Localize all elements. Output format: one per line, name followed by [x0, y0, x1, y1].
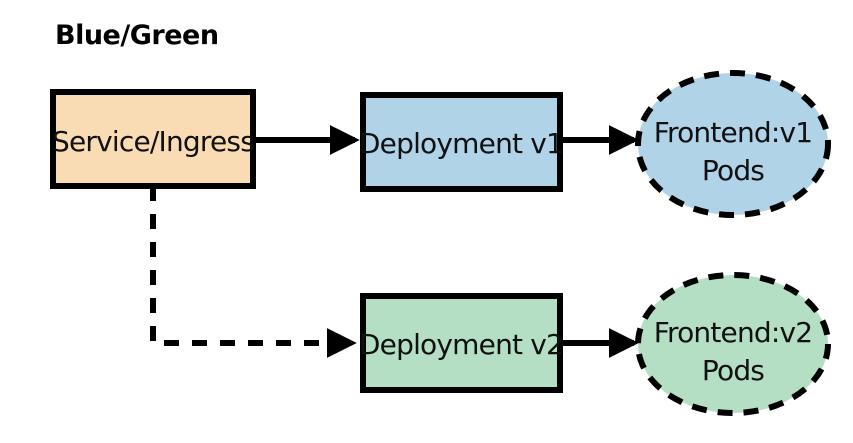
node-frontend-v1-pods[interactable]: Frontend:v1 Pods	[635, 70, 831, 218]
frontend-v2-pods-label-line2: Pods	[702, 354, 764, 387]
frontend-v2-pods-ellipse[interactable]	[635, 272, 831, 416]
deployment-v1-box[interactable]	[360, 92, 563, 192]
edge-service-to-deployment-v2	[150, 186, 357, 358]
deployment-v2-label: Deployment v2	[359, 328, 563, 361]
frontend-v1-pods-label-line1: Frontend:v1	[654, 116, 813, 149]
frontend-v1-pods-ellipse[interactable]	[635, 70, 831, 218]
node-frontend-v2-pods[interactable]: Frontend:v2 Pods	[635, 272, 831, 416]
node-service-ingress[interactable]: Service/Ingress	[50, 89, 256, 189]
service-ingress-label: Service/Ingress	[52, 125, 254, 158]
page-title: Blue/Green	[55, 20, 219, 51]
node-deployment-v1[interactable]: Deployment v1	[359, 92, 564, 192]
service-ingress-box[interactable]	[50, 89, 256, 189]
frontend-v2-pods-label-line1: Frontend:v2	[654, 316, 813, 349]
node-deployment-v2[interactable]: Deployment v2	[359, 293, 564, 393]
deployment-v1-label: Deployment v1	[359, 127, 563, 160]
frontend-v1-pods-label-line2: Pods	[702, 154, 764, 187]
deployment-v2-box[interactable]	[360, 293, 563, 393]
